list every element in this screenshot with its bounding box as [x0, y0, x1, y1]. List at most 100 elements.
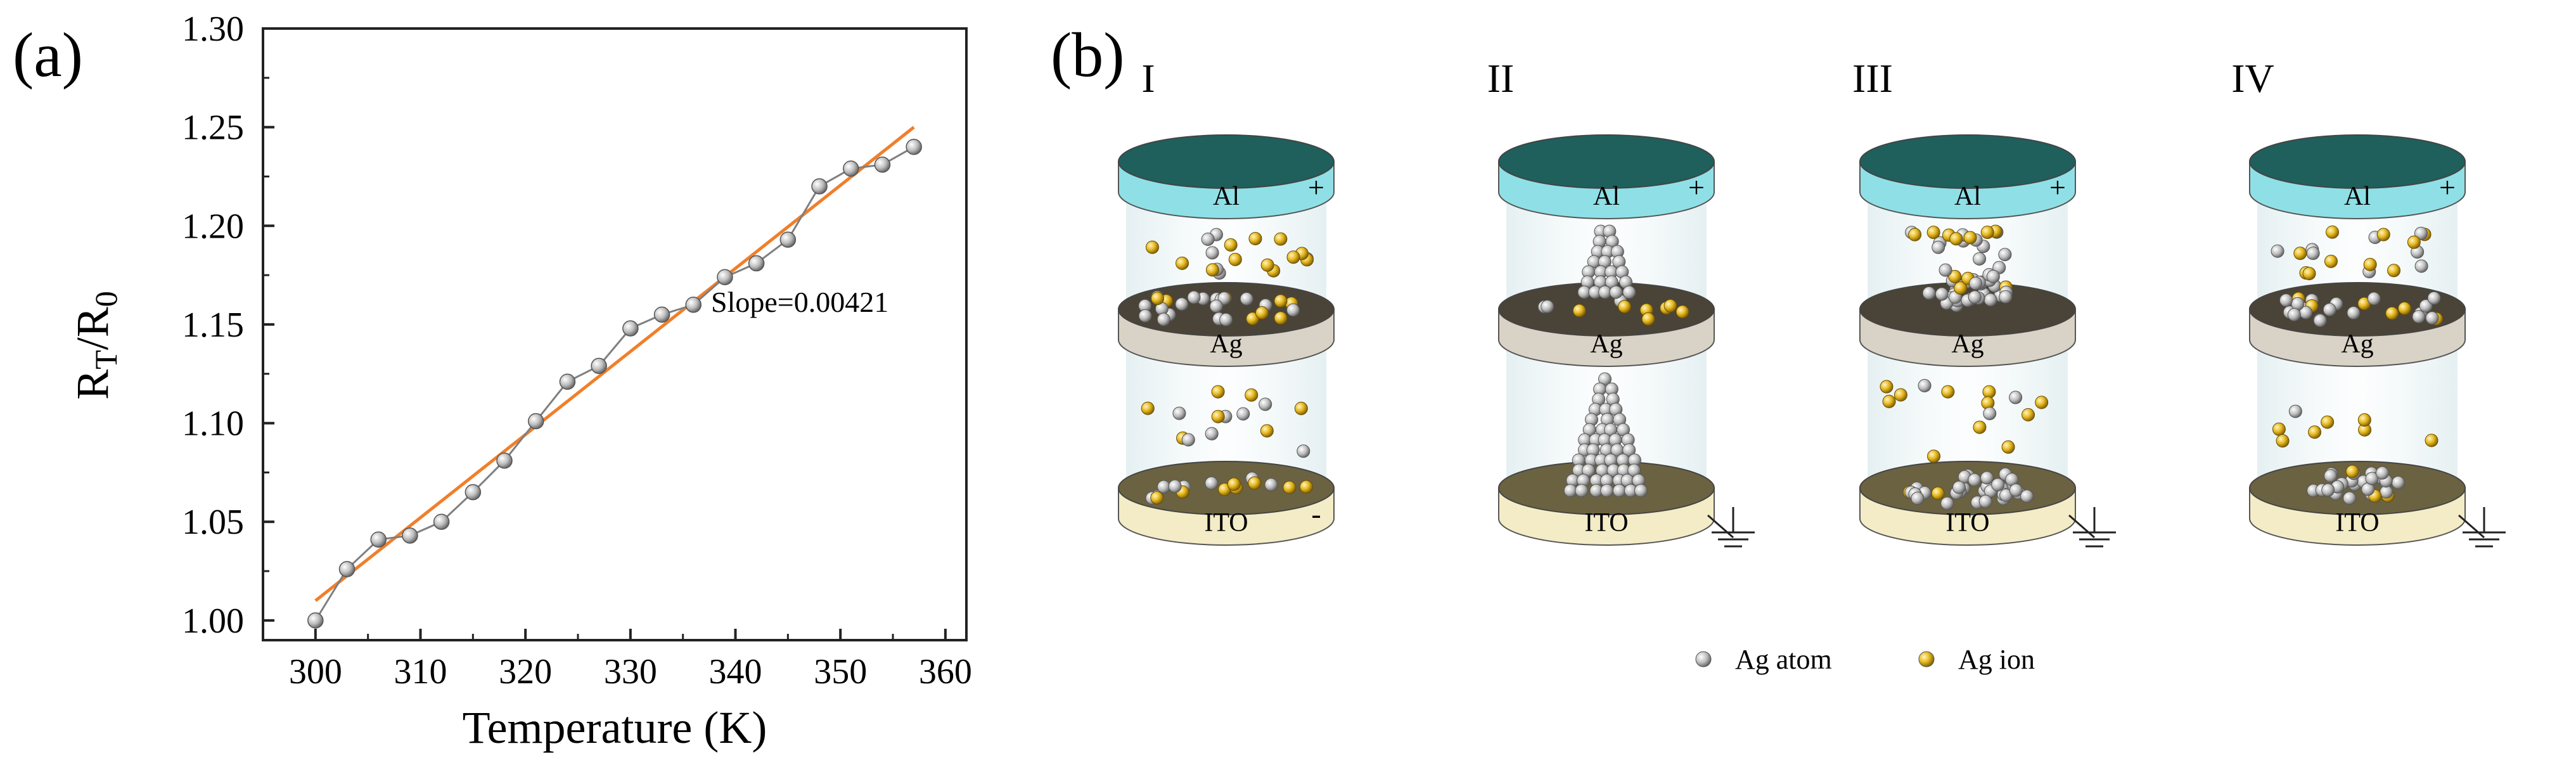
- x-tick-label: 330: [604, 652, 657, 692]
- data-series: [307, 139, 922, 629]
- y-title-sub1: T: [88, 350, 124, 370]
- fit-line-group: [314, 125, 915, 602]
- ag-atom: [1138, 309, 1152, 323]
- al-electrode-sign: +: [2439, 171, 2456, 203]
- measured-series-line: [314, 146, 914, 621]
- ground-wire: [2068, 514, 2095, 539]
- ag-atom: [2391, 475, 2405, 489]
- al-electrode: Al +: [1118, 134, 1335, 219]
- ag-ion: [2345, 465, 2359, 479]
- plot-frame: [262, 27, 968, 641]
- ag-atom: [2324, 469, 2338, 483]
- data-point: [779, 231, 797, 248]
- ag-ion: [1286, 250, 1300, 264]
- ag-atom: [1286, 303, 1300, 317]
- ag-atom: [1575, 484, 1589, 498]
- ag-ion: [1973, 420, 1987, 434]
- ag-atom: [2367, 292, 2381, 306]
- data-point: [622, 320, 639, 337]
- ground-symbol-icon: [1712, 507, 1755, 548]
- ag-ion: [1299, 480, 1313, 494]
- ag-ion: [2272, 422, 2286, 436]
- legend-item: Ag atom: [1695, 644, 1832, 675]
- ag-atom: [1181, 433, 1195, 447]
- ag-ion: [2407, 235, 2421, 249]
- ag-ion: [1176, 256, 1189, 270]
- ag-electrode-label: Ag: [1590, 330, 1622, 359]
- ag-atom: [1236, 407, 1250, 421]
- ag-atom: [1998, 248, 2012, 262]
- stage-numeral: II: [1487, 56, 1515, 101]
- ag-atom: [2009, 390, 2023, 404]
- ag-ion: [1248, 476, 1262, 490]
- ito-electrode-label: ITO: [1945, 508, 1989, 537]
- ag-atom: [1978, 494, 1992, 508]
- ag-ion: [1211, 385, 1225, 399]
- ag-atom: [1175, 297, 1189, 311]
- ag-ion: [1141, 401, 1155, 415]
- ag-electrode-label: Ag: [1951, 330, 1983, 359]
- ag-ion: [1294, 401, 1308, 415]
- data-point: [527, 413, 544, 430]
- ag-atom: [2414, 259, 2428, 273]
- data-point: [307, 612, 324, 629]
- silver-sphere-icon: [1695, 651, 1712, 667]
- ag-ion: [2022, 408, 2035, 421]
- ag-atom: [1541, 300, 1554, 314]
- y-tick-label: 1.10: [182, 404, 244, 444]
- al-electrode-sign: +: [1308, 171, 1324, 203]
- al-electrode: Al+: [1859, 134, 2076, 219]
- diagram-b: IITO-AgAl+IIITOAgAl+IIIITOAgAl+IVITOAgAl…: [1118, 56, 2506, 548]
- ag-atom: [1600, 484, 1614, 498]
- ag-ion: [1572, 304, 1586, 318]
- ag-ion: [1224, 238, 1238, 252]
- ag-atom: [1201, 233, 1215, 247]
- ag-atom: [2323, 302, 2336, 316]
- ag-atom: [1973, 252, 1987, 266]
- data-point: [433, 513, 450, 530]
- ag-ion: [1931, 486, 1945, 500]
- ag-atom: [2414, 226, 2428, 240]
- ag-atom: [1157, 312, 1170, 326]
- ag-ion: [1949, 232, 1963, 246]
- ag-ion: [1248, 231, 1262, 245]
- ag-ion: [1908, 228, 1922, 241]
- ag-ion: [1941, 385, 1955, 399]
- ground-wire: [2458, 514, 2485, 539]
- y-tick-label: 1.20: [182, 207, 244, 246]
- ag-ion: [1274, 294, 1288, 308]
- ag-atom: [1968, 290, 1982, 304]
- ag-atom: [1622, 285, 1636, 299]
- ag-ion: [2357, 413, 2371, 427]
- panel-b-label: (b): [1051, 20, 1125, 90]
- ag-atom: [1612, 484, 1626, 498]
- ag-atom: [1980, 471, 1994, 485]
- ag-atom: [2313, 314, 2327, 328]
- ag-atom: [2375, 466, 2389, 480]
- y-title-sub2: 0: [88, 291, 124, 307]
- ag-ion: [2035, 396, 2049, 409]
- ag-ion: [1980, 226, 1994, 240]
- ag-atom: [2343, 491, 2357, 505]
- ag-ion: [1676, 305, 1689, 319]
- ag-atom: [1205, 246, 1219, 260]
- data-point: [591, 357, 607, 375]
- data-point: [559, 373, 576, 390]
- ag-ion: [1255, 306, 1269, 320]
- ag-atom: [1563, 484, 1577, 498]
- data-point: [843, 160, 859, 177]
- ag-ion: [1880, 380, 1894, 394]
- ag-electrode: Ag: [1859, 282, 2076, 367]
- ag-atom: [1940, 496, 1954, 510]
- ag-atom: [2271, 244, 2284, 258]
- y-title-main: R: [67, 370, 118, 400]
- ag-ion: [1205, 263, 1219, 277]
- ag-atom: [1952, 480, 1966, 494]
- al-electrode-label: Al: [1213, 182, 1240, 211]
- ag-ion: [1274, 311, 1288, 325]
- ag-ion: [1151, 292, 1165, 306]
- ag-ion: [1211, 409, 1225, 423]
